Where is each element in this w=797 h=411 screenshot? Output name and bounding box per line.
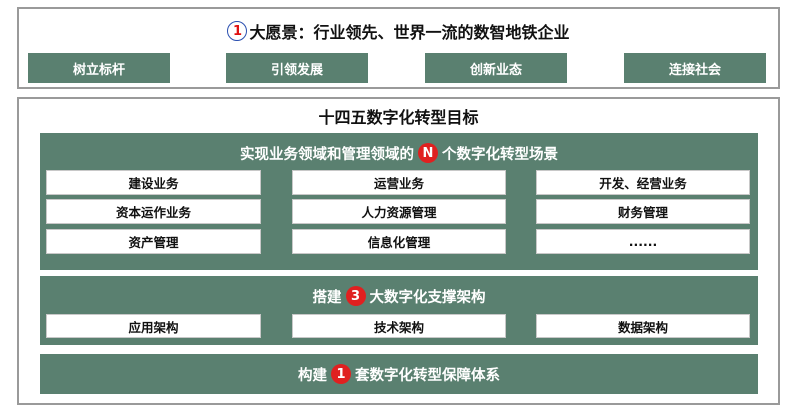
scenario-cell: ...... <box>536 229 750 254</box>
scenarios-suffix: 个数字化转型场景 <box>442 146 558 163</box>
scenarios-panel: 实现业务领域和管理领域的 N 个数字化转型场景 建设业务 运营业务 开发、经营业… <box>40 133 758 270</box>
system-badge: 1 <box>331 364 351 384</box>
system-suffix: 套数字化转型保障体系 <box>355 367 500 384</box>
goal-frame: 十四五数字化转型目标 实现业务领域和管理领域的 N 个数字化转型场景 建设业务 … <box>17 97 780 405</box>
vision-button-1[interactable]: 树立标杆 <box>28 53 170 83</box>
scenario-cell: 建设业务 <box>46 170 261 195</box>
vision-title-line: 1 大愿景：行业领先、世界一流的数智地铁企业 <box>19 19 778 43</box>
vision-frame: 1 大愿景：行业领先、世界一流的数智地铁企业 树立标杆 引领发展 创新业态 连接… <box>17 7 780 89</box>
scenario-cell: 资本运作业务 <box>46 199 261 224</box>
scenario-cell: 运营业务 <box>292 170 506 195</box>
system-panel: 构建 1 套数字化转型保障体系 <box>40 354 758 394</box>
system-prefix: 构建 <box>298 367 327 384</box>
architecture-badge: 3 <box>345 286 366 306</box>
architecture-cell: 数据架构 <box>536 314 750 338</box>
architecture-cell: 技术架构 <box>292 314 506 338</box>
vision-button-2[interactable]: 引领发展 <box>226 53 368 83</box>
scenario-cell: 财务管理 <box>536 199 750 224</box>
scenarios-title: 实现业务领域和管理领域的 N 个数字化转型场景 <box>40 142 758 164</box>
vision-title: 大愿景：行业领先、世界一流的数智地铁企业 <box>249 23 570 42</box>
architecture-title: 搭建 3 大数字化支撑架构 <box>40 285 758 307</box>
vision-button-3[interactable]: 创新业态 <box>425 53 567 83</box>
architecture-suffix: 大数字化支撑架构 <box>369 289 486 306</box>
scenario-cell: 资产管理 <box>46 229 261 254</box>
architecture-cell: 应用架构 <box>46 314 261 338</box>
vision-button-4[interactable]: 连接社会 <box>624 53 766 83</box>
scenarios-badge: N <box>418 143 438 163</box>
vision-badge: 1 <box>227 21 248 41</box>
scenario-cell: 人力资源管理 <box>292 199 506 224</box>
system-title: 构建 1 套数字化转型保障体系 <box>40 363 758 385</box>
goal-title-text: 十四五数字化转型目标 <box>318 108 479 127</box>
goal-title: 十四五数字化转型目标 <box>19 104 778 128</box>
scenario-cell: 信息化管理 <box>292 229 506 254</box>
architecture-panel: 搭建 3 大数字化支撑架构 应用架构 技术架构 数据架构 <box>40 276 758 345</box>
architecture-prefix: 搭建 <box>312 289 342 306</box>
scenarios-prefix: 实现业务领域和管理领域的 <box>240 146 414 163</box>
scenario-cell: 开发、经营业务 <box>536 170 750 195</box>
